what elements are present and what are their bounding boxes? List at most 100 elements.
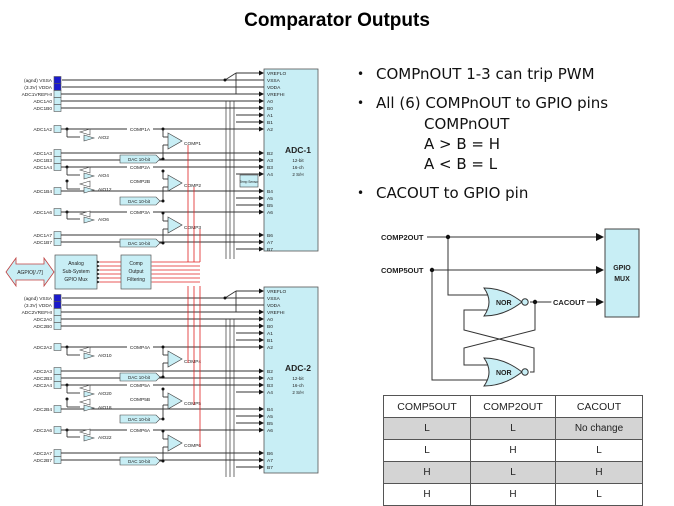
input-pin-label: ADC2B4 (33, 407, 52, 413)
comp-signal-label: COMP3A (130, 210, 151, 216)
arrow-icon (259, 382, 264, 388)
comp-signal-label: COMP1A (130, 127, 151, 133)
junction-dot (161, 157, 165, 161)
junction-dot (161, 241, 165, 245)
label-bg (127, 178, 153, 184)
arrow-icon (259, 164, 264, 170)
arrow-icon (259, 195, 264, 201)
adc-port-label: A6 (267, 428, 273, 434)
supply-pin-label: ADC1B0 (33, 106, 52, 112)
buffer-icon (83, 134, 96, 142)
aio-label: AIO2 (98, 135, 109, 141)
comparator-icon (167, 174, 183, 192)
bullet-item: •COMPnOUT 1-3 can trip PWM (357, 64, 674, 84)
dac-block (119, 414, 161, 424)
adc-spec: 12-bit (292, 158, 304, 163)
label-bg (127, 382, 153, 388)
input-pin-label: ADC1A2 (33, 127, 52, 133)
adc-port-label: VDDA (267, 303, 281, 309)
buffer-icon (78, 210, 91, 218)
arrow-icon (259, 98, 264, 104)
arrow-icon (259, 209, 264, 215)
dac-block (119, 456, 161, 466)
comparator-icon (167, 216, 183, 234)
adc-spec: 12-bit (292, 376, 304, 381)
buffer-icon (78, 166, 91, 174)
aio-label: AIO4 (98, 173, 109, 179)
buffer-icon (78, 384, 91, 392)
input-pin (53, 381, 62, 389)
input-pin (53, 156, 62, 164)
slide-title: Comparator Outputs (244, 10, 430, 31)
arrow-icon (259, 157, 264, 163)
arrow-icon (259, 413, 264, 419)
arrow-icon (259, 450, 264, 456)
junction-dot (161, 459, 165, 463)
adc-port-label: B2 (267, 151, 273, 157)
filter-label: Comp (129, 261, 143, 267)
adc-port-label: A1 (267, 331, 273, 337)
comparator-icon (167, 434, 183, 452)
table-cell: No change (555, 417, 643, 440)
arrow-icon (259, 375, 264, 381)
column-header: CACOUT (555, 395, 643, 418)
supply-pin-label: ADC1VREFHI (22, 92, 52, 98)
buffer-icon (83, 186, 96, 194)
bidirectional-arrow-icon (5, 256, 55, 288)
supply-pin (53, 294, 62, 302)
input-pin (53, 449, 62, 457)
aio-label: AIO10 (98, 353, 112, 359)
filter-block (120, 254, 152, 290)
junction-dot (161, 387, 165, 391)
supply-pin-label: (3.3V) VDDA (24, 303, 53, 309)
gpio-mux-block (54, 254, 98, 290)
comparator-output-label: COMP2 (184, 183, 201, 189)
arrow-icon (259, 330, 264, 336)
input-pin (53, 104, 62, 112)
label-bg (127, 164, 153, 170)
arrow-icon (259, 309, 264, 315)
label-bg (127, 427, 153, 433)
label-bg (127, 126, 153, 132)
temp-sensor-label: Temp Sensor (240, 180, 260, 184)
buffer-icon (83, 404, 96, 412)
comparator-icon (167, 392, 183, 410)
adc-port-label: B3 (267, 165, 273, 171)
input-pin-label: ADC1B3 (33, 158, 52, 164)
bullet-sub-line: COMPnOUT (424, 115, 510, 133)
input-pin-label: ADC2A6 (33, 428, 52, 434)
adc-port-label: A2 (267, 127, 273, 133)
bullet-sub-line: A > B = H (424, 135, 501, 153)
adc-port-label: B1 (267, 120, 273, 126)
comp-signal-label: COMP2A (130, 165, 151, 171)
arrow-icon (259, 239, 264, 245)
input-pin (53, 456, 62, 464)
arrow-icon (259, 171, 264, 177)
adc-port-label: A4 (267, 172, 273, 178)
input-pin-label: ADC1A7 (33, 233, 52, 239)
column-header: COMP5OUT (383, 395, 471, 418)
table-header-row: COMP5OUT COMP2OUT CACOUT (383, 395, 643, 418)
gpio-mux-label: Sub-System (62, 269, 89, 275)
table-cell: H (383, 483, 471, 506)
input-pin-label: ADC2B3 (33, 376, 52, 382)
input-pin-label: ADC2A4 (33, 383, 52, 389)
supply-pin-label: (agnd) VSSA (24, 78, 53, 84)
input-pin (53, 238, 62, 246)
arrow-icon (259, 112, 264, 118)
junction-dot (161, 211, 165, 215)
buffer-icon (78, 180, 91, 188)
input-pin (53, 374, 62, 382)
input-pin (53, 231, 62, 239)
adc-port-label: VREFHI (267, 310, 285, 316)
filter-label: Output (128, 269, 144, 275)
arrow-icon (259, 389, 264, 395)
input-pin-label: ADC1B4 (33, 189, 52, 195)
table-row: H H L (383, 483, 643, 506)
adc-spec: 16-ch (292, 383, 304, 388)
buffer-icon (83, 434, 96, 442)
input-pin (53, 308, 62, 316)
dac-label: DAC 10-bit (128, 199, 151, 204)
supply-pin-label: ADC1A0 (33, 99, 52, 105)
arrow-icon (259, 70, 264, 76)
